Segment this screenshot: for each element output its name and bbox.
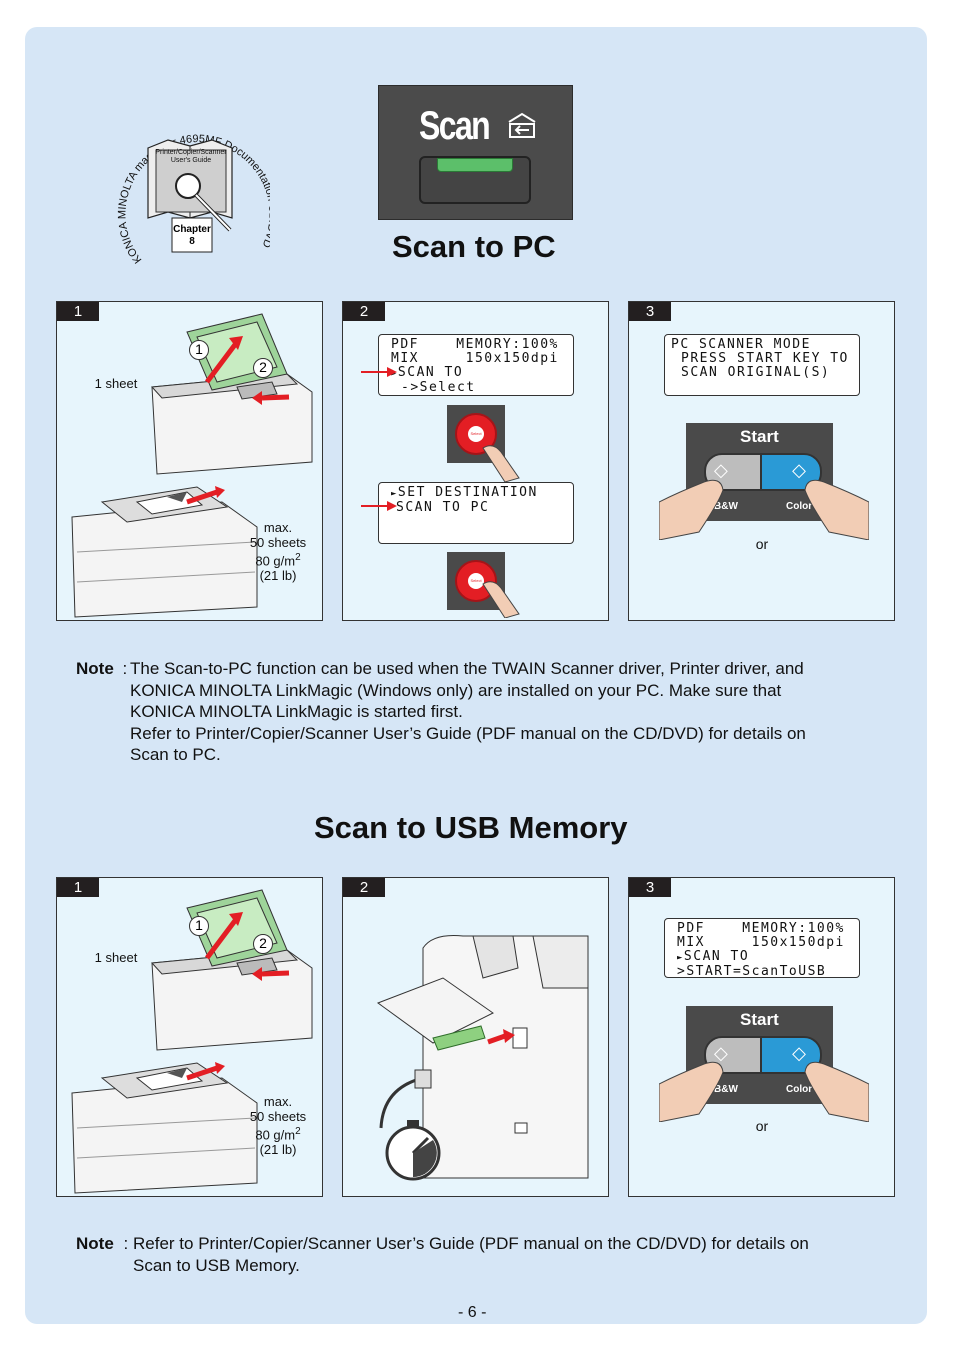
pc-step1-panel: 1 1 2 1 sheet max. 50 sheets 80 g/m2 (21…: [56, 301, 323, 621]
page-number: - 6 -: [458, 1304, 487, 1321]
scan-to-usb-title: Scan to USB Memory: [314, 810, 628, 845]
usb-note: Note : Refer to Printer/Copier/Scanner U…: [76, 1233, 876, 1276]
finger-right-icon: [804, 479, 869, 540]
sheet-label: 1 sheet: [94, 376, 138, 391]
usb-insert-illustration: [376, 935, 589, 1181]
or-label: or: [755, 536, 769, 552]
step-circle-2: 2: [253, 358, 273, 378]
note-line2: Scan to USB Memory.: [133, 1255, 300, 1275]
book-title-line2: User's Guide: [170, 157, 212, 164]
pointer-arrow-icon: [361, 501, 397, 511]
step-number: 1: [57, 302, 99, 321]
bw-label: B&W: [714, 501, 738, 512]
bw-label: B&W: [714, 1084, 738, 1095]
finger-icon: [482, 581, 520, 618]
step-circle-2: 2: [253, 934, 273, 954]
printer-illustration: [71, 313, 313, 618]
usb-step1-panel: 1 1 2 1 sheet max. 50 sheets 80 g/m2 (21…: [56, 877, 323, 1197]
printer-illustration: [71, 889, 313, 1194]
start-key-panel: Start ◇ ◇ B&W Color: [686, 1006, 833, 1104]
note-colon: :: [123, 1234, 129, 1253]
note-line2: KONICA MINOLTA LinkMagic (Windows only) …: [130, 680, 782, 700]
note-label: Note: [76, 659, 114, 678]
or-label: or: [755, 1118, 769, 1134]
pc-note: Note : The Scan-to-PC function can be us…: [76, 658, 876, 766]
chapter-label: Chapter: [173, 224, 211, 235]
lcd-display: PDF MEMORY:100%MIX 150x150dpi►SCAN TO>ST…: [664, 918, 860, 979]
max-capacity-label: max. 50 sheets 80 g/m2 (21 lb): [249, 1094, 307, 1158]
color-label: Color: [786, 501, 813, 512]
step-circle-1: 1: [189, 340, 209, 360]
note-colon: :: [122, 659, 128, 678]
note-line1: The Scan-to-PC function can be used when…: [130, 659, 804, 678]
chapter-number: 8: [189, 236, 195, 247]
finger-left-icon: [659, 1061, 724, 1122]
lcd-display-1: PDF MEMORY:100%MIX 150x150dpi►SCAN TO->S…: [378, 334, 574, 396]
pointer-arrow-icon: [361, 367, 397, 377]
usb-step3-panel: 3 PDF MEMORY:100%MIX 150x150dpi►SCAN TO>…: [628, 877, 895, 1197]
book-title-line1: Printer/Copier/Scanner: [155, 149, 227, 156]
color-label: Color: [786, 1084, 813, 1095]
scan-key-panel: Scan: [378, 85, 573, 220]
note-line3: KONICA MINOLTA LinkMagic is started firs…: [130, 702, 463, 721]
finger-icon: [482, 445, 520, 482]
step-number: 3: [629, 302, 671, 321]
scan-to-pc-title: Scan to PC: [392, 229, 556, 264]
note-line5: Scan to PC.: [130, 745, 221, 764]
scan-key-label: Scan: [419, 104, 491, 148]
step-number: 2: [343, 878, 385, 897]
step-number: 1: [57, 878, 99, 897]
max-capacity-label: max. 50 sheets 80 g/m2 (21 lb): [249, 520, 307, 584]
usb-step2-panel: 2: [342, 877, 609, 1197]
note-label: Note: [76, 1234, 114, 1253]
pc-step2-panel: 2 PDF MEMORY:100%MIX 150x150dpi►SCAN TO-…: [342, 301, 609, 621]
scan-key-button[interactable]: [419, 156, 531, 204]
finger-right-icon: [804, 1061, 869, 1122]
note-line4: Refer to Printer/Copier/Scanner User’s G…: [130, 723, 806, 743]
step-circle-1: 1: [189, 916, 209, 936]
note-line1: Refer to Printer/Copier/Scanner User’s G…: [133, 1234, 809, 1253]
start-color-button[interactable]: ◇: [760, 453, 822, 491]
start-label: Start: [740, 1010, 779, 1029]
step-number: 2: [343, 302, 385, 321]
step-number: 3: [629, 878, 671, 897]
cd-label: KONICA MINOLTA magicolor 4695MF Document…: [110, 100, 270, 270]
scan-send-icon: [507, 112, 537, 140]
start-label: Start: [740, 427, 779, 446]
cd-disc-icon: KONICA MINOLTA magicolor 4695MF Document…: [117, 133, 270, 265]
finger-left-icon: [659, 479, 724, 540]
sheet-label: 1 sheet: [94, 950, 138, 965]
